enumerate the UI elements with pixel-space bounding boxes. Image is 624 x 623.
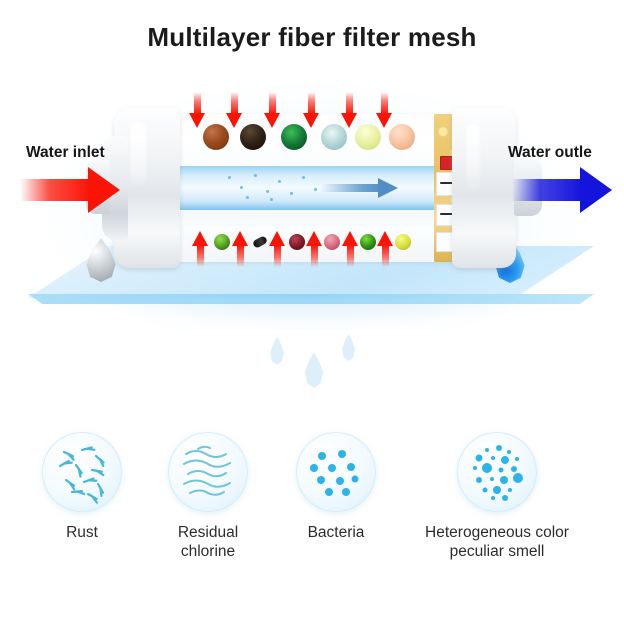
microbe-particle [355,124,381,150]
legend-item-residual-chlorine: Residual chlorine [128,432,288,562]
legend-label-residual-chlorine: Residual chlorine [177,524,239,560]
platform-edge [28,294,594,304]
green-microbe [214,234,230,250]
odor-particle [389,124,415,150]
platform-shadow [68,298,568,324]
legend-label-rust: Rust [66,524,98,541]
label-line-2 [440,213,458,215]
algae-particle [281,124,307,150]
chlorine-waves-icon [168,432,248,512]
label-line-1 [440,182,460,184]
rust-particle [203,124,229,150]
falling-droplet-icon [270,337,284,365]
up-arrow-icon [377,231,394,267]
bacteria-particle [321,124,347,150]
dark-red-particle [289,234,305,250]
up-arrow-icon [192,231,209,267]
down-arrow-icon [303,92,320,128]
legend-label-heterogeneous: Heterogeneous color peculiar smell [425,524,569,560]
heterogeneous-dots-icon [457,432,537,512]
sediment-particle [240,124,266,150]
falling-droplet-icon [304,352,324,388]
down-arrow-icon [264,92,281,128]
rust-nails-icon [42,432,122,512]
up-arrow-icon [342,231,359,267]
water-inlet-arrow-icon [20,167,120,213]
outlet-cap-highlight [466,124,480,190]
bacteria-dots-icon [296,432,376,512]
yellow-particle [395,234,411,250]
water-outlet-arrow-icon [512,167,612,213]
water-outlet-label: Water outle [508,144,592,161]
up-arrow-icon [232,231,249,267]
page-title: Multilayer fiber filter mesh [147,22,477,52]
legend-item-heterogeneous: Heterogeneous color peculiar smell [382,432,612,562]
pink-particle [324,234,340,250]
inlet-end-cap [86,108,180,268]
outlet-end-cap [452,108,542,268]
legend-item-bacteria: Bacteria [256,432,416,543]
water-flow-channel [170,166,462,210]
up-arrow-icon [306,231,323,267]
legend-label-bacteria: Bacteria [307,524,365,541]
up-arrow-icon [269,231,286,267]
falling-droplet-icon [342,334,355,361]
down-arrow-icon [376,92,393,128]
water-inlet-label: Water inlet [26,144,105,161]
down-arrow-icon [189,92,206,128]
down-arrow-icon [226,92,243,128]
contaminant-legend: Rust Residual chlorine [0,432,624,592]
spiky-microbe [360,234,376,250]
down-arrow-icon [341,92,358,128]
flow-direction-arrow-icon [320,178,406,198]
inlet-cap-highlight [130,122,146,186]
legend-item-rust: Rust [2,432,162,543]
